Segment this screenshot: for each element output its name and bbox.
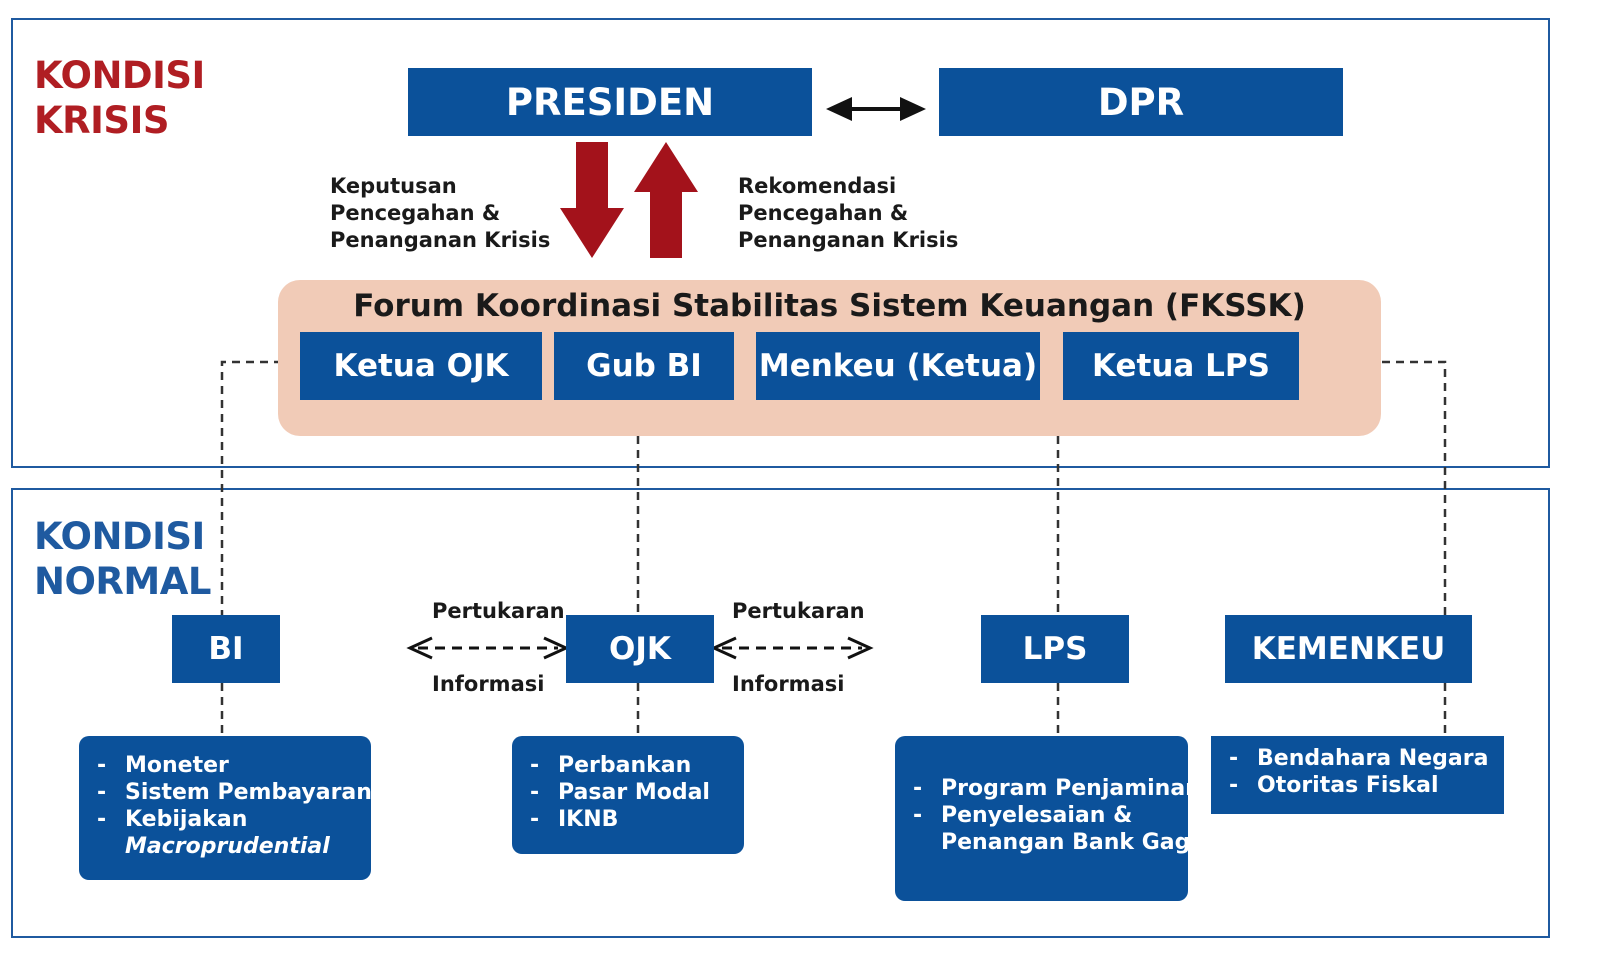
- list-item: Penyelesaian & Penangan Bank Gagal: [895, 802, 1213, 856]
- bi-functions-box: Moneter Sistem Pembayaran Kebijakan Macr…: [79, 736, 372, 880]
- normal-section-title: KONDISI NORMAL: [34, 514, 211, 604]
- exchange-right-bottom: Informasi: [732, 672, 845, 696]
- institution-kemenkeu: KEMENKEU: [1225, 615, 1472, 683]
- list-item-text: Penangan Bank Gagal: [941, 830, 1213, 855]
- exchange-left-top: Pertukaran: [432, 599, 565, 623]
- fkssk-member-gub-bi: Gub BI: [554, 332, 734, 400]
- presiden-box: PRESIDEN: [408, 68, 812, 136]
- list-item-text-italic: Macroprudential: [125, 834, 330, 859]
- kemenkeu-fkssk-dashed-connector: [1382, 360, 1447, 615]
- decision-label: Keputusan Pencegahan & Penanganan Krisis: [330, 173, 550, 254]
- recommendation-label-line: Pencegahan &: [738, 201, 909, 225]
- list-item: Kebijakan Macroprudential: [79, 806, 371, 860]
- list-item-text: Penyelesaian &: [941, 803, 1133, 828]
- recommendation-label-line: Penanganan Krisis: [738, 228, 959, 252]
- crisis-section-title: KONDISI KRISIS: [34, 53, 205, 143]
- list-item: Program Penjaminan: [895, 775, 1201, 802]
- institution-lps: LPS: [981, 615, 1129, 683]
- fkssk-member-menkeu: Menkeu (Ketua): [756, 332, 1040, 400]
- list-item: Otoritas Fiskal: [1211, 772, 1504, 799]
- dashed-double-arrow-icon: [406, 636, 570, 660]
- list-item: Sistem Pembayaran: [79, 779, 372, 806]
- recommendation-label-line: Rekomendasi: [738, 174, 897, 198]
- crisis-title-line2: KRISIS: [34, 99, 169, 142]
- recommendation-label: Rekomendasi Pencegahan & Penanganan Kris…: [738, 173, 958, 254]
- fkssk-member-ketua-ojk: Ketua OJK: [300, 332, 542, 400]
- fkssk-title: Forum Koordinasi Stabilitas Sistem Keuan…: [353, 288, 1306, 324]
- bi-fkssk-dashed-connector: [220, 360, 282, 615]
- decision-label-line: Pencegahan &: [330, 201, 501, 225]
- list-item: Pasar Modal: [512, 779, 744, 806]
- arrow-up-icon: [634, 142, 698, 258]
- exchange-right-top: Pertukaran: [732, 599, 865, 623]
- decision-label-line: Keputusan: [330, 174, 457, 198]
- list-item: Bendahara Negara: [1211, 745, 1504, 772]
- normal-panel: [11, 488, 1550, 938]
- fkssk-member-ketua-lps: Ketua LPS: [1063, 332, 1299, 400]
- dashed-double-arrow-icon: [710, 636, 874, 660]
- crisis-panel: [11, 18, 1550, 468]
- decision-label-line: Penanganan Krisis: [330, 228, 551, 252]
- list-item: Moneter: [79, 752, 371, 779]
- exchange-left-bottom: Informasi: [432, 672, 545, 696]
- normal-title-line1: KONDISI: [34, 515, 205, 558]
- normal-title-line2: NORMAL: [34, 560, 211, 603]
- arrow-down-icon: [560, 142, 624, 258]
- list-item-text: Kebijakan: [125, 807, 248, 832]
- kemenkeu-functions-box: Bendahara Negara Otoritas Fiskal: [1211, 736, 1504, 814]
- lps-functions-box: Program Penjaminan Penyelesaian & Penang…: [895, 736, 1213, 901]
- list-item: Perbankan: [512, 752, 744, 779]
- crisis-title-line1: KONDISI: [34, 54, 205, 97]
- institution-bi: BI: [172, 615, 280, 683]
- institution-ojk: OJK: [566, 615, 714, 683]
- double-headed-arrow-icon: [826, 97, 926, 121]
- list-item: IKNB: [512, 806, 744, 833]
- ojk-functions-box: Perbankan Pasar Modal IKNB: [512, 736, 744, 854]
- dpr-box: DPR: [939, 68, 1343, 136]
